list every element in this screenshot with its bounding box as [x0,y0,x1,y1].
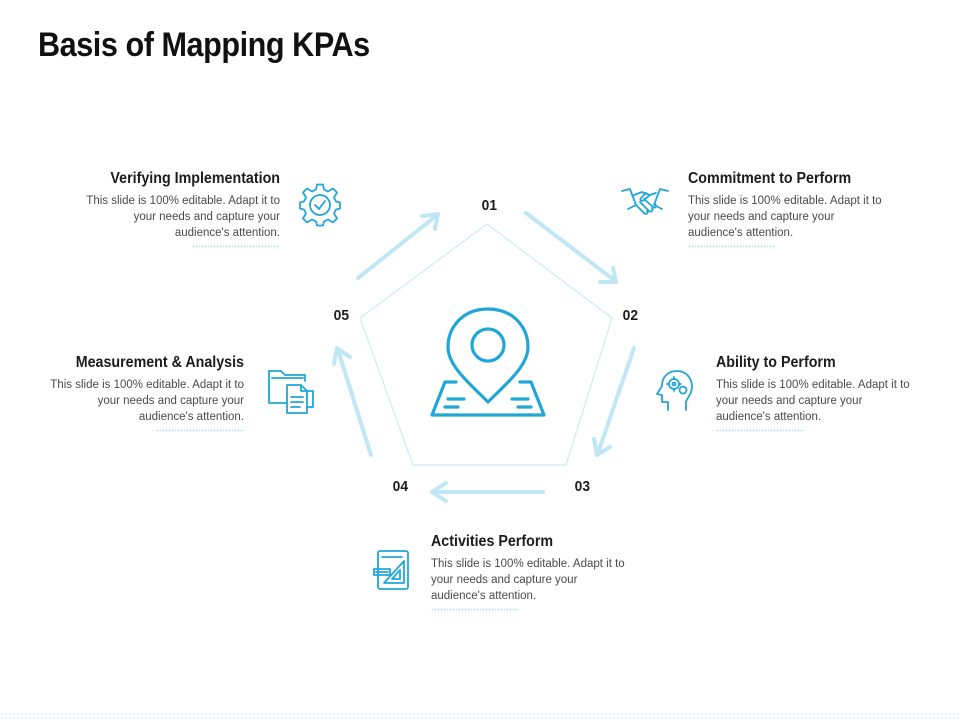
step-number-02: 02 [622,307,639,324]
step-description: This slide is 100% editable. Adapt it to… [716,379,910,423]
step-heading: Verifying Implementation [110,170,280,187]
step-heading: Ability to Perform [716,354,836,371]
dotted-underline [716,429,804,432]
step-heading: Measurement & Analysis [75,354,244,371]
slide-title: Basis of Mapping KPAs [38,26,370,64]
head-gears-icon [656,370,693,411]
step-number-03: 03 [574,478,591,495]
step-description: This slide is 100% editable. Adapt it to… [50,379,244,423]
step-card-activities: Activities Perform This slide is 100% ed… [431,533,631,611]
dotted-underline [688,245,776,248]
pentagon-outline [359,223,613,466]
step-description: This slide is 100% editable. Adapt it to… [86,195,280,239]
step-number-04: 04 [392,478,409,495]
step-card-ability: Ability to Perform This slide is 100% ed… [716,354,916,432]
arrow-04-to-05 [332,346,373,457]
step-card-measurement: Measurement & Analysis This slide is 100… [44,354,244,432]
arrow-05-to-01 [356,212,440,280]
step-card-verifying: Verifying Implementation This slide is 1… [80,170,280,248]
step-description: This slide is 100% editable. Adapt it to… [688,195,882,239]
step-number-01: 01 [481,197,498,214]
gear-check-icon [299,183,341,227]
map-pin-icon [430,307,546,417]
handshake-icon [621,188,669,215]
arrow-01-to-02 [524,211,618,284]
step-description: This slide is 100% editable. Adapt it to… [431,558,625,602]
documents-folder-icon [268,370,314,414]
drafting-tools-icon [373,550,409,590]
step-card-commitment: Commitment to Perform This slide is 100%… [688,170,888,248]
step-heading: Activities Perform [431,533,554,550]
dotted-underline [192,245,280,248]
step-number-05: 05 [333,307,350,324]
step-heading: Commitment to Perform [688,170,852,187]
arrow-03-to-04 [430,481,545,503]
arrow-02-to-03 [592,346,636,457]
footer-dotted-band [0,712,960,720]
flow-arrows [332,211,636,503]
dotted-underline [431,608,519,611]
dotted-underline [156,429,244,432]
